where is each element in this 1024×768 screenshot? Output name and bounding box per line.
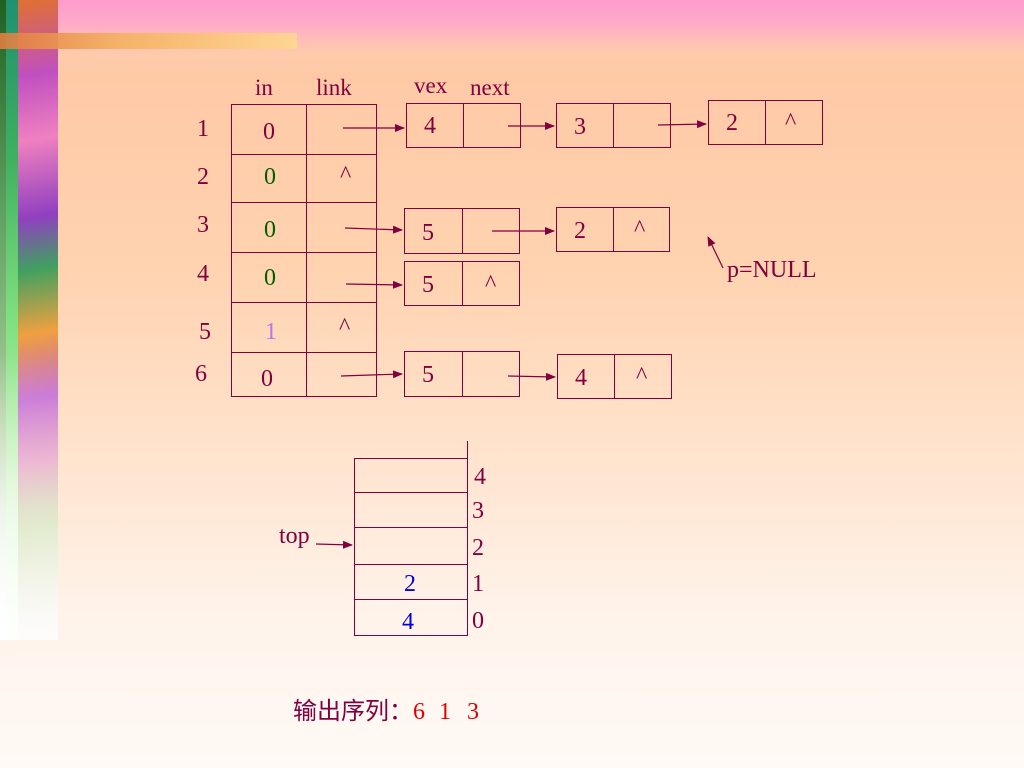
arrow: [340, 370, 403, 379]
arrow: [315, 540, 353, 549]
edge-vex-value: 5: [422, 362, 434, 388]
null-link: ^: [785, 109, 797, 135]
edge-node-next: [613, 207, 670, 252]
stack-index: 4: [474, 464, 486, 490]
edge-vex-value: 4: [424, 113, 436, 139]
edge-node-next: [613, 103, 671, 148]
output-value: 1: [439, 699, 451, 725]
p-null-label: p=NULL: [727, 257, 817, 283]
decorative-bar: [0, 33, 297, 49]
row-index: 6: [195, 361, 207, 387]
row-index: 1: [197, 116, 209, 142]
header-vex: vex: [414, 73, 448, 98]
edge-vex-value: 5: [422, 220, 434, 246]
edge-vex-value: 2: [574, 218, 586, 244]
edge-vex-value: 3: [574, 114, 586, 140]
edge-node-next: [462, 261, 520, 306]
top-pointer-label: top: [279, 523, 310, 549]
in-degree-value: 0: [264, 265, 276, 291]
null-link: ^: [485, 271, 497, 297]
output-value: 6: [413, 699, 425, 725]
arrow: [507, 372, 556, 381]
null-link: ^: [340, 162, 352, 188]
edge-node-next: [765, 100, 823, 145]
arrow: [344, 225, 403, 234]
arrow: [657, 120, 707, 129]
stack-value: 2: [404, 571, 416, 597]
row-index: 5: [199, 319, 211, 345]
null-link: ^: [339, 314, 351, 340]
header-link: link: [316, 75, 352, 100]
in-degree-value: 0: [264, 217, 276, 243]
null-link: ^: [636, 363, 648, 389]
edge-node-next: [614, 354, 672, 399]
decorative-strip: [0, 0, 58, 640]
stack-index: 3: [472, 498, 484, 524]
in-degree-value: 0: [263, 119, 275, 145]
edge-vex-value: 4: [575, 365, 587, 391]
row-index: 2: [197, 164, 209, 190]
row-index: 3: [197, 212, 209, 238]
edge-vex-value: 5: [422, 272, 434, 298]
header-next: next: [470, 75, 510, 100]
in-degree-value: 0: [261, 366, 273, 392]
edge-vex-value: 2: [726, 110, 738, 136]
null-link: ^: [634, 216, 646, 242]
arrow: [345, 280, 403, 289]
stack-value: 4: [402, 609, 414, 635]
arrow: [707, 236, 724, 269]
stack-index: 2: [472, 535, 484, 561]
in-degree-value: 1: [265, 319, 277, 345]
header-in: in: [255, 75, 273, 100]
edge-node-next: [462, 351, 520, 397]
stack-index: 1: [472, 571, 484, 597]
row-index: 4: [197, 261, 209, 287]
in-degree-value: 0: [264, 164, 276, 190]
output-value: 3: [467, 699, 479, 725]
stack-index: 0: [472, 608, 484, 634]
output-label: 输出序列：: [293, 699, 413, 725]
